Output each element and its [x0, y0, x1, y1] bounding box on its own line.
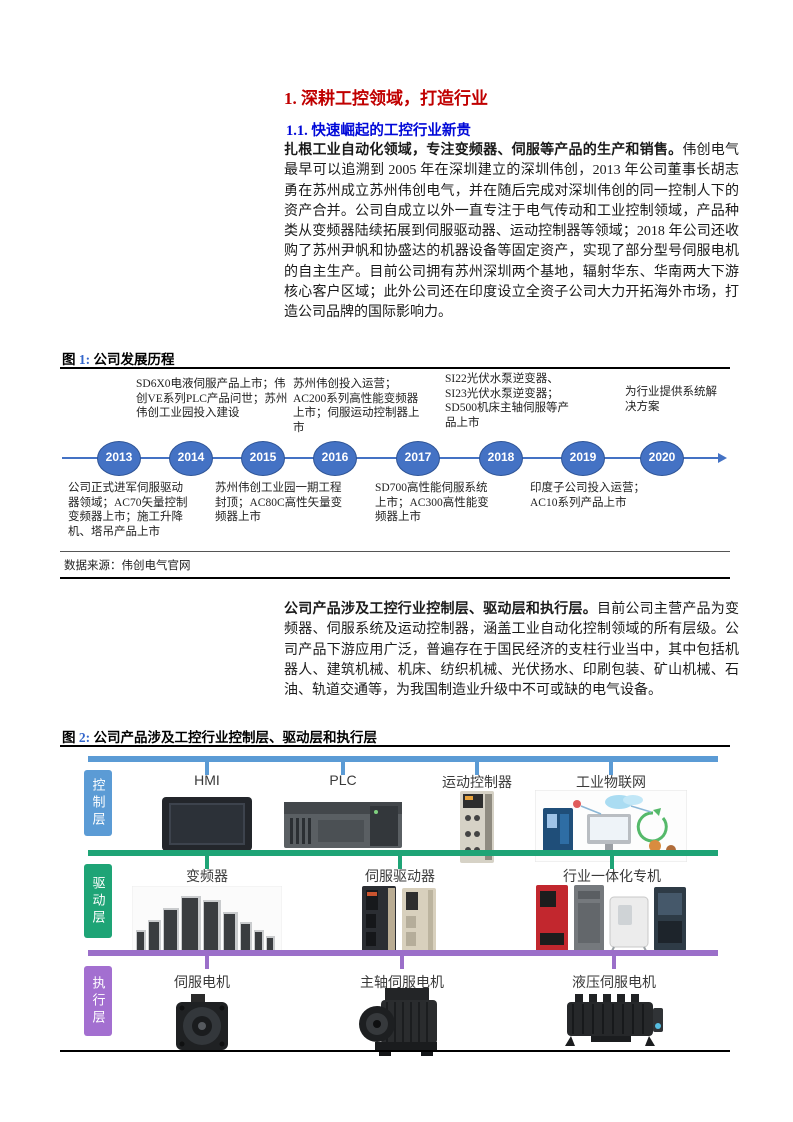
timeline-label-2017: SD700高性能伺服系统上市；AC300高性能变频器上市 [375, 482, 489, 523]
drive-tick [610, 856, 614, 869]
paragraph-1: 扎根工业自动化领域，专注变频器、伺服等产品的生产和销售。伟创电气最早可以追溯到 … [284, 141, 739, 324]
figure2-caption: 图 2: 公司产品涉及工控行业控制层、驱动层和执行层 [62, 726, 377, 746]
actuator-tick [612, 956, 616, 969]
figure2-bottom-rule [60, 1050, 730, 1052]
control-tick [475, 762, 479, 775]
item-label-servo-motor: 伺服电机 [174, 974, 230, 990]
item-label-motion-controller: 运动控制器 [442, 774, 512, 790]
figure1-caption: 图 1: 公司发展历程 [62, 348, 175, 368]
timeline-year-node: 2013 [97, 441, 141, 476]
timeline-arrowhead-icon [718, 453, 727, 463]
item-label-hydraulic-servo-motor: 液压伺服电机 [572, 974, 656, 990]
figure2-top-rule [60, 745, 730, 747]
item-label-plc: PLC [329, 772, 357, 788]
timeline-year-node: 2020 [640, 441, 684, 476]
hmi-product-image [161, 796, 253, 852]
figure2-caption-text: 公司产品涉及工控行业控制层、驱动层和执行层 [93, 730, 378, 745]
spindle-servo-motor-product-image [355, 986, 449, 1058]
actuator-layer-bar [88, 950, 718, 956]
subsection-heading: 1.1. 快速崛起的工控行业新贵 [286, 123, 471, 139]
timeline-label-2015: 苏州伟创工业园一期工程封顶；AC80C高性矢量变频器上市 [215, 482, 343, 523]
plc-product-image [284, 800, 402, 850]
control-layer-bar [88, 756, 718, 762]
timeline-year-node: 2018 [479, 441, 523, 476]
paragraph-1-body: 伟创电气最早可以追溯到 2005 年在深圳建立的深圳伟创，2013 年公司董事长… [284, 143, 740, 321]
figure1-bottom-rule [60, 577, 730, 579]
figure1-top-rule [60, 367, 730, 369]
timeline-label-2014: SD6X0电液伺服产品上市；伟创VE系列PLC产品问世；苏州伟创工业园投入建设 [136, 378, 288, 419]
timeline-year-node: 2015 [241, 441, 285, 476]
item-label-hmi: HMI [194, 772, 220, 788]
actuator-layer-label: 执行层 [84, 966, 112, 1036]
figure1-source-rule [60, 551, 730, 552]
figure1-caption-fig: 图 [62, 352, 76, 367]
item-label-iiot: 工业物联网 [576, 774, 646, 790]
hydraulic-servo-motor-product-image [561, 992, 667, 1050]
item-label-servo-drive: 伺服驱动器 [365, 868, 435, 884]
timeline-year-node: 2016 [313, 441, 357, 476]
timeline-label-2019: 印度子公司投入运营；AC10系列产品上市 [530, 482, 645, 509]
timeline-year-node: 2019 [561, 441, 605, 476]
figure1-caption-text: 公司发展历程 [93, 352, 175, 367]
section-heading: 1. 深耕工控领域，打造行业 [284, 89, 488, 108]
figure1-caption-number: 1: [78, 352, 91, 367]
drive-tick [205, 856, 209, 869]
servo-drive-product-image [358, 884, 442, 954]
timeline-label-2018: SI22光伏水泵逆变器、SI23光伏水泵逆变器；SD500机床主轴伺服等产品上市 [445, 373, 569, 429]
timeline-axis [62, 457, 718, 459]
timeline-label-2020: 为行业提供系统解决方案 [625, 386, 717, 413]
timeline-year-node: 2014 [169, 441, 213, 476]
integrated-machine-product-image [534, 883, 690, 955]
motion-controller-product-image [459, 790, 495, 864]
item-label-spindle-servo-motor: 主轴伺服电机 [360, 974, 444, 990]
item-label-integrated-machine: 行业一体化专机 [563, 868, 661, 884]
figure2-caption-fig: 图 [62, 730, 76, 745]
control-tick [205, 762, 209, 775]
actuator-tick [400, 956, 404, 969]
figure2-caption-number: 2: [78, 730, 91, 745]
inverter-product-image [132, 886, 282, 954]
drive-layer-label: 驱动层 [84, 864, 112, 938]
paragraph-2-body: 目前公司主营产品为变频器、伺服系统及运动控制器，涵盖工业自动化控制领域的所有层级… [284, 602, 740, 699]
timeline-label-2013: 公司正式进军伺服驱动器领域；AC70矢量控制变频器上市；施工升降机、塔吊产品上市 [68, 482, 188, 538]
control-layer-label: 控制层 [84, 770, 112, 836]
paragraph-2: 公司产品涉及工控行业控制层、驱动层和执行层。目前公司主营产品为变频器、伺服系统及… [284, 600, 739, 701]
paragraph-2-lead: 公司产品涉及工控行业控制层、驱动层和执行层。 [284, 602, 597, 617]
item-label-inverter: 变频器 [186, 868, 228, 884]
control-tick [609, 762, 613, 775]
paragraph-1-lead: 扎根工业自动化领域，专注变频器、伺服等产品的生产和销售。 [284, 143, 683, 158]
timeline-year-node: 2017 [396, 441, 440, 476]
figure1-source: 数据来源：伟创电气官网 [64, 560, 191, 572]
drive-tick [398, 856, 402, 869]
control-tick [341, 762, 345, 775]
actuator-tick [205, 956, 209, 969]
servo-motor-product-image [171, 992, 233, 1052]
timeline-label-2016: 苏州伟创投入运营；AC200系列高性能变频器上市；伺服运动控制器上市 [293, 378, 420, 434]
drive-layer-bar [88, 850, 718, 856]
